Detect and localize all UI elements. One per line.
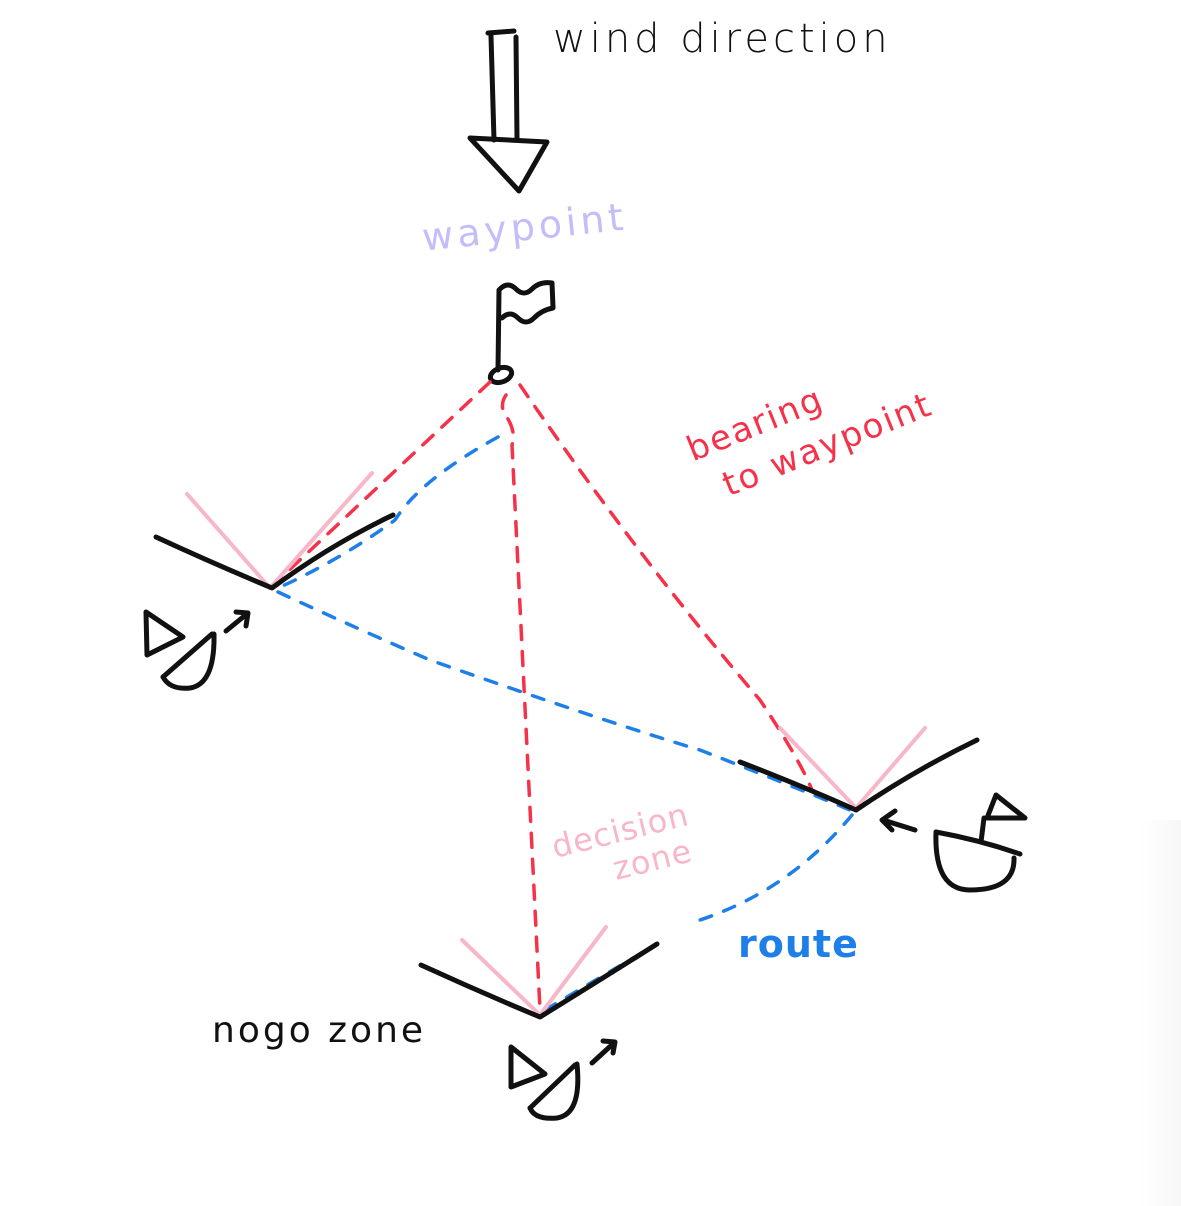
wind-direction-label: wind direction <box>553 16 892 62</box>
flag-icon <box>487 280 556 386</box>
sailboat-icon <box>879 792 1028 893</box>
nogo-zone-lines <box>153 512 980 1020</box>
page-edge-shadow <box>1141 820 1181 1206</box>
sailboat-icon <box>143 609 251 691</box>
arrow-icon <box>223 609 251 634</box>
nogo-zone-label: nogo zone <box>212 1010 427 1051</box>
arrow-icon <box>879 808 918 833</box>
bearing-lines <box>268 380 814 1012</box>
route-label: route <box>738 922 859 966</box>
wind-arrow-icon <box>467 28 550 194</box>
arrow-icon <box>589 1038 618 1066</box>
sailboat-icon <box>508 1038 618 1121</box>
